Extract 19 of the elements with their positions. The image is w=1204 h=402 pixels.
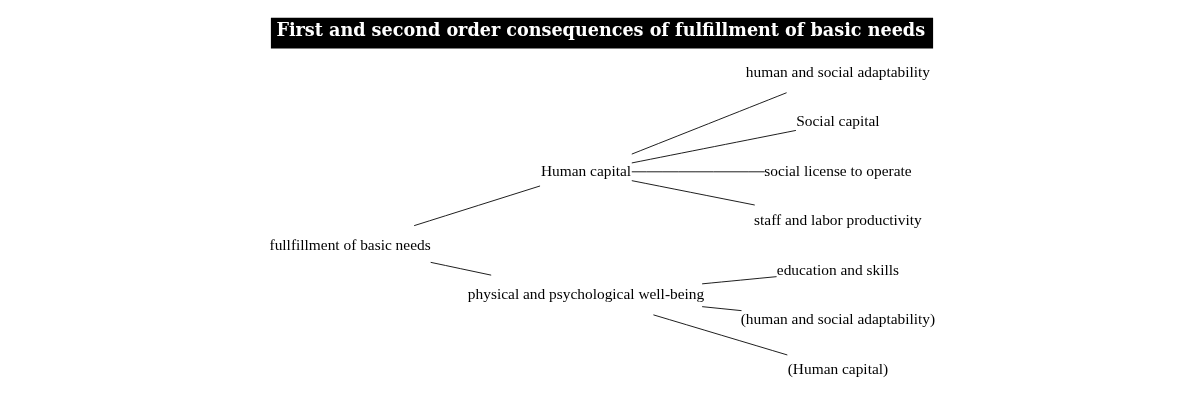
connector	[631, 91, 788, 155]
connector	[631, 179, 756, 205]
node-text: human and social adaptability	[745, 62, 931, 80]
node-text: staff and labor productivity	[754, 210, 922, 228]
connector	[631, 129, 797, 163]
node-text: Social capital	[796, 111, 880, 129]
node-text: physical and psychological well-being	[467, 284, 705, 302]
diagram-title: First and second order consequences of fulfillment of basic needs	[276, 18, 926, 40]
connector	[701, 305, 742, 311]
node-text: Human capital	[540, 161, 632, 179]
node-text: (Human capital)	[787, 359, 889, 377]
node-text: (human and social adaptability)	[740, 309, 936, 327]
node-text: social license to operate	[764, 161, 912, 179]
node-text: education and skills	[776, 260, 900, 278]
connector	[413, 185, 541, 226]
connector	[430, 261, 492, 276]
connector	[652, 313, 788, 355]
connector	[701, 275, 778, 284]
node-text: fullfillment of basic needs	[269, 235, 431, 253]
